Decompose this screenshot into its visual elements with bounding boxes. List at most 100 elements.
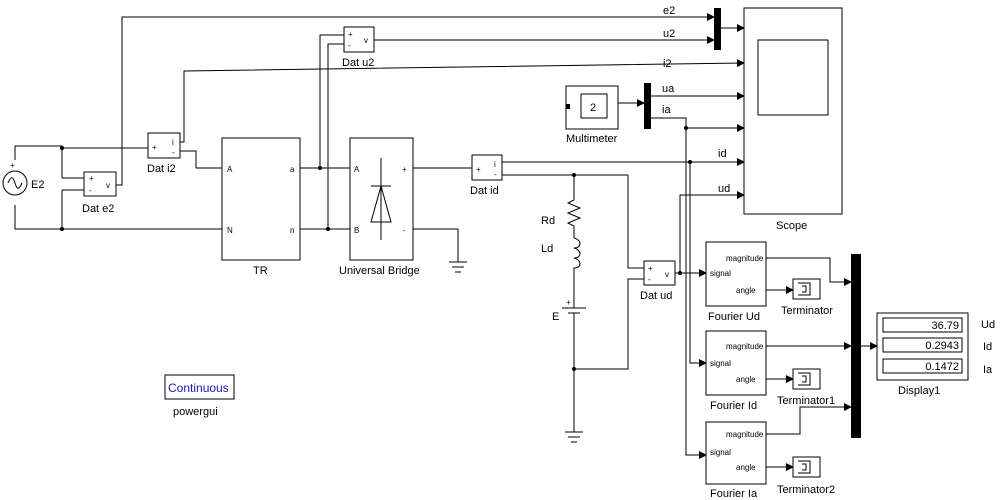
- resistor-label: Rd: [541, 215, 555, 227]
- svg-text:+: +: [89, 174, 94, 183]
- signal-label-ia: ia: [662, 104, 671, 116]
- signal-label-u2: u2: [663, 28, 675, 40]
- multimeter-block[interactable]: 2 Multimeter: [565, 85, 619, 145]
- terminator-icon: [798, 282, 811, 296]
- fourier-ud-label: Fourier Ud: [708, 311, 760, 323]
- svg-text:angle: angle: [736, 286, 756, 295]
- display-value-ud: 36.79: [931, 320, 959, 332]
- signal-label-ud: ud: [718, 183, 730, 195]
- scope-block[interactable]: Scope: [743, 7, 843, 232]
- dat-i2-label: Dat i2: [147, 163, 176, 175]
- transformer-label: TR: [253, 265, 268, 277]
- svg-text:angle: angle: [736, 463, 756, 472]
- diode-symbol-icon: [370, 158, 392, 240]
- svg-text:B: B: [354, 226, 359, 235]
- multimeter-label: Multimeter: [566, 133, 618, 145]
- display-name-ia: Ia: [983, 364, 993, 376]
- display-label: Display1: [898, 385, 940, 397]
- transformer-tr[interactable]: A N a n TR: [221, 137, 301, 277]
- svg-text:A: A: [227, 165, 233, 174]
- bridge-label: Universal Bridge: [339, 265, 420, 277]
- battery-label: E: [552, 311, 559, 323]
- svg-text:+: +: [402, 165, 407, 174]
- svg-text:angle: angle: [736, 375, 756, 384]
- display-value-id: 0.2943: [925, 340, 959, 352]
- inductor-ld[interactable]: Ld: [541, 237, 581, 272]
- mux-bar-top[interactable]: [714, 8, 721, 50]
- display-field-ia: [882, 358, 963, 374]
- svg-text:n: n: [290, 226, 294, 235]
- terminator-label: Terminator: [781, 305, 833, 317]
- dat-id-label: Dat id: [470, 185, 499, 197]
- svg-text:signal: signal: [710, 448, 731, 457]
- fourier-id-block[interactable]: magnitude signal angle Fourier Id: [705, 330, 767, 412]
- mux-bar-multimeter[interactable]: [644, 83, 651, 129]
- svg-text:v: v: [665, 270, 669, 279]
- display-field-ud: [882, 317, 963, 333]
- ground-icon: [449, 261, 467, 273]
- svg-text:signal: signal: [710, 269, 731, 278]
- svg-text:v: v: [106, 181, 110, 190]
- ac-source-e2[interactable]: + E2: [2, 161, 44, 196]
- terminator-block[interactable]: Terminator: [781, 278, 833, 317]
- inductor-label: Ld: [541, 243, 553, 255]
- junction-dots: [60, 126, 692, 371]
- voltage-sensor-dat-ud[interactable]: + - v Dat ud: [640, 260, 676, 302]
- signal-label-id: id: [718, 148, 727, 160]
- terminator-icon: [798, 372, 811, 386]
- battery-e[interactable]: + E: [552, 298, 586, 334]
- fourier-id-label: Fourier Id: [710, 400, 757, 412]
- terminator1-block[interactable]: Terminator1: [777, 368, 835, 407]
- signal-label-i2: i2: [663, 58, 672, 70]
- display1-block[interactable]: 36.79 0.2943 0.1472 Ud Id Ia Display1: [876, 312, 995, 397]
- svg-text:+: +: [152, 143, 157, 152]
- svg-text:+: +: [566, 298, 571, 307]
- dat-e2-label: Dat e2: [82, 203, 114, 215]
- voltage-sensor-dat-e2[interactable]: + - v Dat e2: [82, 171, 117, 215]
- source-label: E2: [31, 179, 44, 191]
- fourier-ud-block[interactable]: magnitude signal angle Fourier Ud: [705, 241, 767, 323]
- svg-text:A: A: [354, 165, 360, 174]
- display-name-id: Id: [983, 341, 992, 353]
- svg-text:N: N: [227, 226, 233, 235]
- dat-ud-label: Dat ud: [640, 290, 672, 302]
- signal-labels: e2 u2 i2 ua ia id ud: [662, 5, 730, 195]
- terminator2-label: Terminator2: [777, 484, 835, 496]
- multimeter-value: 2: [590, 102, 596, 114]
- scope-label: Scope: [776, 220, 807, 232]
- powergui-mode: Continuous: [168, 381, 229, 395]
- svg-text:+: +: [10, 161, 15, 170]
- terminator1-label: Terminator1: [777, 395, 835, 407]
- svg-text:i: i: [494, 160, 496, 169]
- voltage-sensor-dat-u2[interactable]: + - v Dat u2: [342, 26, 375, 69]
- terminator2-block[interactable]: Terminator2: [777, 456, 835, 496]
- signal-lines: [116, 13, 878, 471]
- scope-screen: [757, 39, 829, 116]
- resistor-rd[interactable]: Rd: [541, 195, 582, 228]
- svg-text:magnitude: magnitude: [726, 430, 764, 439]
- mux-bar-fourier[interactable]: [851, 254, 861, 438]
- fourier-ia-block[interactable]: magnitude signal angle Fourier Ia: [705, 421, 767, 500]
- universal-bridge[interactable]: A B + - Universal Bridge: [339, 137, 420, 277]
- svg-text:-: -: [403, 226, 406, 235]
- signal-label-ua: ua: [662, 83, 675, 95]
- svg-text:+: +: [348, 30, 353, 39]
- current-sensor-dat-i2[interactable]: + i - Dat i2: [147, 132, 181, 175]
- dat-u2-label: Dat u2: [342, 57, 374, 69]
- display-field-id: [882, 337, 963, 353]
- svg-text:signal: signal: [710, 359, 731, 368]
- powergui-block[interactable]: Continuous powergui: [164, 374, 235, 418]
- svg-text:a: a: [290, 165, 295, 174]
- svg-text:-: -: [648, 275, 651, 284]
- electrical-wires: [14, 34, 644, 432]
- display-name-ud: Ud: [981, 319, 995, 331]
- svg-text:v: v: [364, 36, 368, 45]
- current-sensor-dat-id[interactable]: + i - Dat id: [470, 154, 503, 197]
- svg-text:magnitude: magnitude: [726, 254, 764, 263]
- signal-label-e2: e2: [663, 5, 675, 17]
- ground-icon: [565, 431, 583, 443]
- powergui-label: powergui: [173, 406, 218, 418]
- svg-text:-: -: [89, 186, 92, 195]
